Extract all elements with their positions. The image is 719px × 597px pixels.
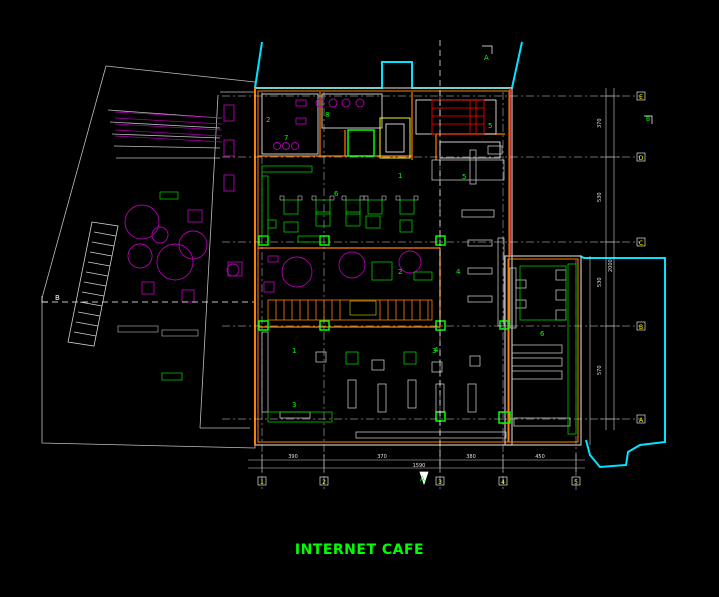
lower-hall-tables-green [267, 351, 417, 423]
svg-text:C: C [639, 240, 643, 247]
structural-columns [258, 235, 511, 424]
grid-axis-lines [222, 92, 640, 490]
axis-labels-right: E D C B A [639, 94, 644, 424]
room-label-2-service: 2 [266, 116, 270, 124]
annex-furniture [509, 267, 571, 427]
room-label-6-upper: 6 [334, 190, 339, 198]
section-mark-A-top [439, 40, 493, 470]
axis-labels-bottom: 1 2 3 4 5 [260, 479, 578, 486]
dimension-values-bottom: 390 370 380 450 1590 [288, 454, 545, 469]
room-label-8-toilet: 8 [325, 111, 329, 119]
section-mark-B-right [644, 115, 653, 124]
dimension-line-right [600, 88, 620, 430]
middle-room-tables [371, 261, 433, 281]
elevator-shaft [347, 117, 411, 159]
room-labels: 1 2 3 4 5 6 7 8 1 2 3 4 5 6 [266, 111, 545, 409]
room-label-5-stair: 5 [488, 122, 492, 130]
terrace-paving-lines [114, 111, 223, 143]
section-mark-A-bottom [419, 471, 429, 486]
svg-text:4: 4 [501, 479, 505, 486]
room-label-2-middle: 2 [398, 268, 402, 276]
section-mark-B-right-label: B [646, 116, 650, 123]
svg-text:D: D [639, 155, 644, 162]
svg-text:3: 3 [438, 479, 442, 486]
dimension-line-bottom [248, 454, 585, 472]
svg-text:5: 5 [574, 479, 578, 486]
axis-markers-right [636, 91, 646, 424]
room-label-6-annex: 6 [540, 330, 545, 338]
interior-stair [431, 99, 485, 135]
svg-text:370: 370 [377, 454, 387, 460]
axis-markers-bottom [257, 476, 581, 486]
railing-divider [267, 299, 433, 321]
svg-text:370: 370 [597, 118, 603, 128]
toilet-fixtures [273, 98, 365, 150]
svg-text:1: 1 [260, 479, 264, 486]
svg-text:380: 380 [466, 454, 476, 460]
section-line-B-left [41, 296, 255, 303]
railing-label-box [349, 300, 377, 316]
room-label-4-hall: 4 [434, 346, 439, 354]
svg-text:E: E [639, 94, 643, 101]
bar-counters [431, 145, 505, 327]
svg-text:1590: 1590 [413, 463, 426, 469]
svg-text:A: A [639, 417, 644, 424]
terrace-labels [117, 191, 199, 381]
svg-text:B: B [639, 324, 643, 331]
cafe-chairs-upper [279, 195, 419, 201]
annex-furniture-green [519, 263, 577, 435]
drawing-title: INTERNET CAFE [294, 542, 425, 558]
svg-text:570: 570 [597, 365, 603, 375]
svg-text:2: 2 [322, 479, 326, 486]
cafe-tables-upper [261, 165, 415, 243]
room-label-3-lower: 3 [292, 401, 296, 409]
section-mark-A-bottom-label: A [420, 475, 425, 483]
section-mark-A-top-label: A [484, 54, 489, 62]
room-label-7-service: 7 [284, 134, 288, 142]
exterior-stair [67, 221, 119, 347]
middle-room-furniture [263, 250, 422, 293]
svg-text:450: 450 [535, 454, 545, 460]
room-label-5-bar: 5 [462, 173, 466, 181]
room-label-3-hall: 3 [432, 347, 436, 355]
terrace-outline [41, 65, 256, 449]
building-exterior-outline [253, 41, 666, 469]
svg-text:530: 530 [597, 192, 603, 202]
terrace-furniture [124, 104, 243, 303]
interior-partitions [258, 92, 505, 328]
dimension-values-right: 370 530 530 570 2000 [597, 118, 614, 375]
building-walls [254, 87, 582, 446]
svg-text:2000: 2000 [608, 259, 614, 272]
room-label-4-right: 4 [456, 268, 461, 276]
section-mark-B-left: B [55, 294, 60, 302]
room-label-1-lower: 1 [292, 347, 296, 355]
svg-text:530: 530 [597, 277, 603, 287]
svg-text:390: 390 [288, 454, 298, 460]
room-label-1-upper: 1 [398, 172, 402, 180]
